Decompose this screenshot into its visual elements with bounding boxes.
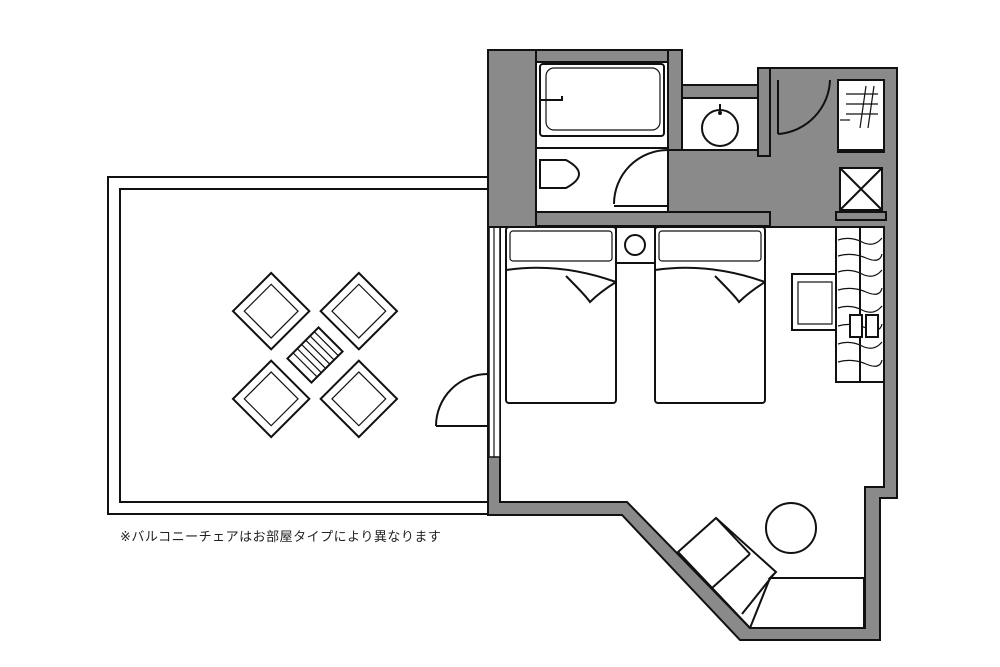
balcony-table-icon xyxy=(286,326,344,384)
balcony-furniture xyxy=(231,271,399,439)
balcony-chair-icon xyxy=(231,359,311,439)
round-table-icon xyxy=(765,502,817,554)
bath-wall-right xyxy=(667,49,683,151)
balcony xyxy=(107,176,489,515)
bath-wall-top xyxy=(535,49,683,63)
balcony-chair-note: ※バルコニーチェアはお部屋タイプにより異なります xyxy=(120,530,442,545)
nightstand-icon xyxy=(615,226,656,264)
washbasin-icon xyxy=(701,104,739,147)
closet-divider xyxy=(835,211,887,221)
balcony-chair-icon xyxy=(319,359,399,439)
balcony-chair-icon xyxy=(319,271,399,351)
refrigerator-icon xyxy=(839,167,883,211)
bath-wall-left xyxy=(487,49,537,228)
door-swing-icon xyxy=(435,373,489,427)
desk-icon xyxy=(835,226,885,383)
sofa-icon xyxy=(676,516,865,629)
bath-wall-bottom xyxy=(535,211,771,227)
chair-icon xyxy=(791,273,837,331)
door-swing-icon xyxy=(613,149,669,207)
washbasin-wall xyxy=(757,67,771,157)
balcony-chair-icon xyxy=(231,271,311,351)
closet-icon xyxy=(837,79,885,153)
toilet-icon xyxy=(539,159,580,189)
bed-icon xyxy=(654,226,766,404)
bed-icon xyxy=(505,226,617,404)
balcony-outer xyxy=(107,176,489,515)
bathtub-icon xyxy=(539,63,665,137)
door-swing-icon xyxy=(777,79,831,135)
